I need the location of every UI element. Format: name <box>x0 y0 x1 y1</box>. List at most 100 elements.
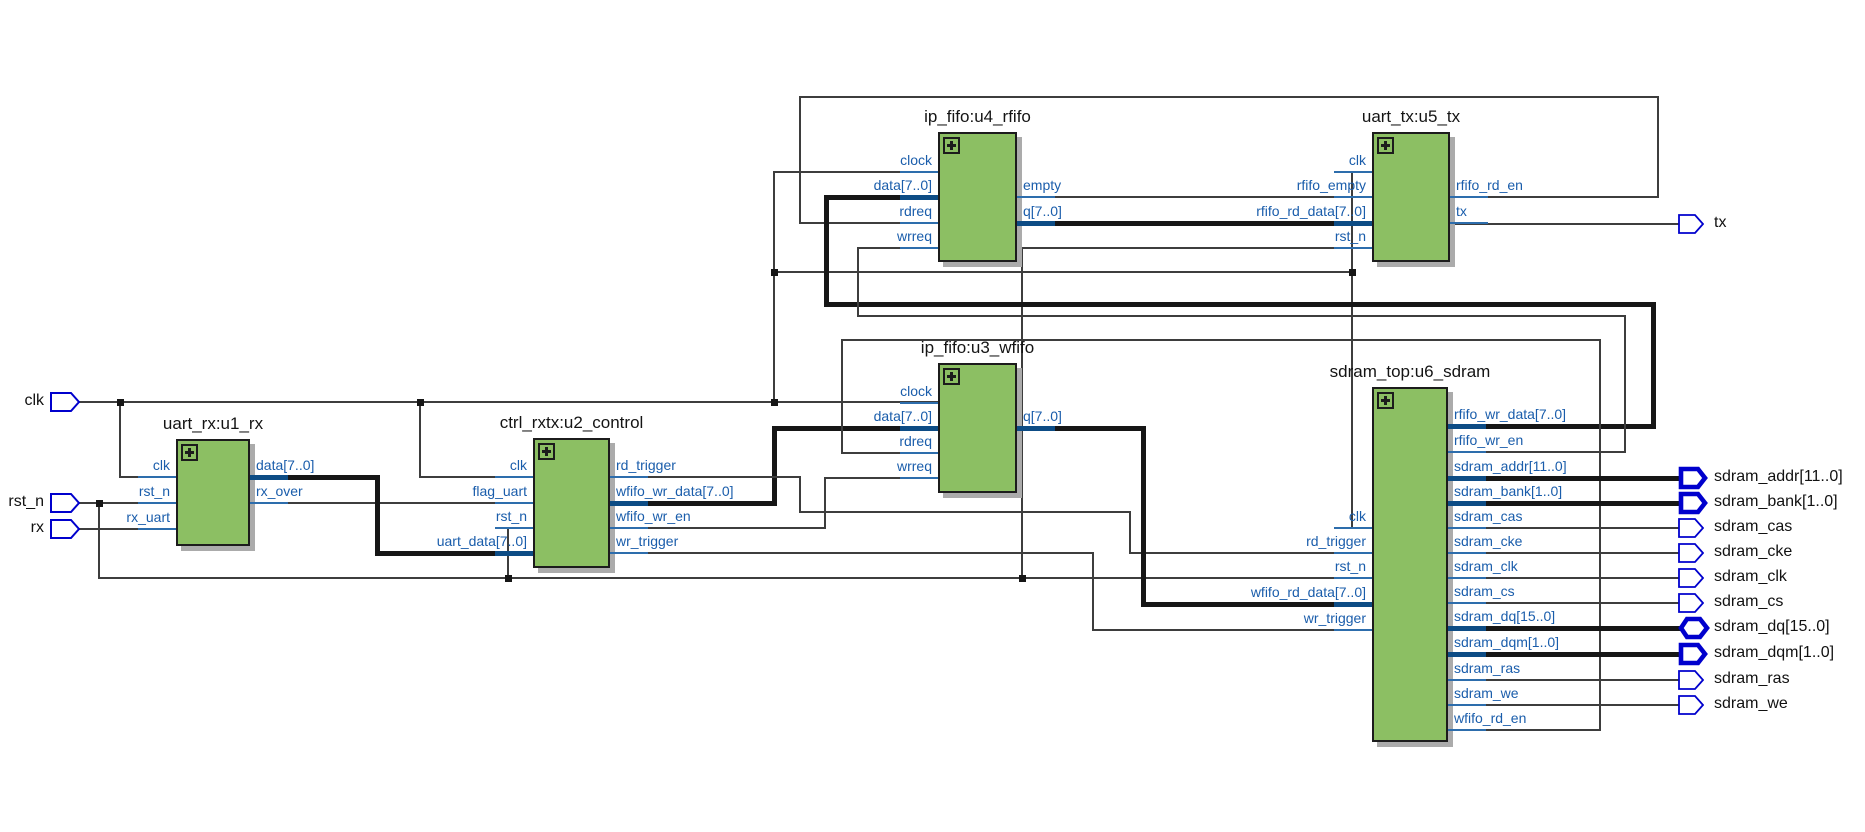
wire-rfifo-wr-en-loop[interactable] <box>857 315 1626 317</box>
wire-rfifo-wr-data-bus[interactable] <box>1650 301 1656 429</box>
wire-rstn-to-u5[interactable] <box>1021 247 1373 249</box>
output-pin-sdram_ras[interactable] <box>1678 670 1704 690</box>
wire-wfifo-wr-data-bus[interactable] <box>607 500 777 506</box>
output-pin-sdram_dq[15..0][interactable] <box>1678 616 1710 640</box>
expand-icon[interactable] <box>943 137 960 154</box>
wire-clk-main[interactable] <box>77 401 939 403</box>
wire-clk-to-u5[interactable] <box>773 271 1353 273</box>
wire-clk-to-u2[interactable] <box>419 401 421 478</box>
block-u5_tx[interactable] <box>1372 132 1450 262</box>
wire-sdram-cas-out[interactable] <box>1447 527 1679 529</box>
wire-rd-trigger[interactable] <box>799 511 1131 513</box>
wire-uart-data-bus[interactable] <box>374 550 536 556</box>
wire-rfifo-empty[interactable] <box>1016 196 1373 198</box>
wire-wr-trigger[interactable] <box>1092 552 1094 631</box>
wire-tx-wire[interactable] <box>1449 223 1679 225</box>
wire-wfifo-wr-en[interactable] <box>609 527 826 529</box>
output-pin-sdram_we[interactable] <box>1678 695 1704 715</box>
wire-rfifo-rd-en-loop[interactable] <box>799 222 939 224</box>
wire-rfifo-rd-en-loop[interactable] <box>799 96 1659 98</box>
port-stub-u6_sdram-sdram_we <box>1448 704 1486 706</box>
wire-sdram-ras-out[interactable] <box>1447 679 1679 681</box>
output-pin-sdram_bank[1..0][interactable] <box>1678 491 1708 515</box>
wire-clk-to-u4[interactable] <box>773 171 775 403</box>
wire-rfifo-rd-en-loop[interactable] <box>1657 96 1659 198</box>
port-label-u2_control-clk: clk <box>509 457 527 473</box>
wire-rstn-to-u5[interactable] <box>1021 247 1023 579</box>
wire-wfifo-q-bus[interactable] <box>1014 425 1146 431</box>
output-pin-sdram_cas[interactable] <box>1678 518 1704 538</box>
wire-rd-trigger[interactable] <box>1129 552 1373 554</box>
wire-wfifo-rd-en-loop[interactable] <box>1447 729 1601 731</box>
wire-clk-to-u2[interactable] <box>419 476 534 478</box>
wire-rfifo-rd-en-loop[interactable] <box>1449 196 1659 198</box>
wire-rfifo-wr-data-bus[interactable] <box>823 194 941 200</box>
wire-wr-trigger[interactable] <box>609 552 1094 554</box>
expand-icon[interactable] <box>181 444 198 461</box>
expand-icon[interactable] <box>943 368 960 385</box>
wire-wfifo-rd-en-loop[interactable] <box>841 452 939 454</box>
wire-rd-trigger[interactable] <box>609 476 801 478</box>
wire-wfifo-wr-data-bus[interactable] <box>771 425 777 506</box>
wire-sdram-dqm-out[interactable] <box>1445 651 1681 657</box>
port-label-u2_control-rd_trigger: rd_trigger <box>616 457 676 473</box>
wire-wfifo-wr-en[interactable] <box>824 477 826 529</box>
wire-sdram-addr-out[interactable] <box>1445 475 1681 481</box>
wire-sdram-dq-out[interactable] <box>1445 625 1681 631</box>
wire-sdram-cke-out[interactable] <box>1447 552 1679 554</box>
port-label-u6_sdram-rfifo_wr_data[7..0]: rfifo_wr_data[7..0] <box>1454 406 1567 422</box>
wire-uart-data-bus[interactable] <box>247 474 380 480</box>
wire-sdram-bank-out[interactable] <box>1445 500 1681 506</box>
port-stub-u2_control-wr_trigger <box>610 552 648 554</box>
output-pin-sdram_clk[interactable] <box>1678 568 1704 588</box>
wire-rfifo-wr-data-bus[interactable] <box>823 194 829 307</box>
output-pin-tx[interactable] <box>1678 214 1704 234</box>
wire-wfifo-rd-en-loop[interactable] <box>841 339 1601 341</box>
wire-rfifo-wr-en-loop[interactable] <box>1624 315 1626 453</box>
wire-wfifo-wr-data-bus[interactable] <box>771 425 941 431</box>
output-pin-sdram_cs[interactable] <box>1678 593 1704 613</box>
wire-rx-wire[interactable] <box>77 528 177 530</box>
wire-rd-trigger[interactable] <box>1129 511 1131 554</box>
wire-sdram-cs-out[interactable] <box>1447 602 1679 604</box>
input-pin-clk[interactable] <box>50 392 80 412</box>
wire-rfifo-wr-data-bus[interactable] <box>823 301 1656 307</box>
input-pin-rst_n[interactable] <box>50 493 80 513</box>
wire-wfifo-rd-en-loop[interactable] <box>841 339 843 454</box>
wire-rfifo-wr-en-loop[interactable] <box>857 247 859 317</box>
wire-sdram-clk-out[interactable] <box>1447 577 1679 579</box>
output-pin-sdram_dqm[1..0][interactable] <box>1678 642 1708 666</box>
port-stub-u3_wfifo-q[7..0] <box>1017 425 1055 431</box>
wire-rd-trigger[interactable] <box>799 476 801 513</box>
wire-wfifo-q-bus[interactable] <box>1140 425 1146 607</box>
wire-rstn-to-u1[interactable] <box>77 502 177 504</box>
wire-clk-to-u1[interactable] <box>119 401 121 478</box>
expand-icon[interactable] <box>1377 137 1394 154</box>
wire-uart-data-bus[interactable] <box>374 474 380 556</box>
wire-sdram-we-out[interactable] <box>1447 704 1679 706</box>
output-pin-sdram_cke[interactable] <box>1678 543 1704 563</box>
wire-wfifo-q-bus[interactable] <box>1140 601 1375 607</box>
port-label-u4_rfifo-wrreq: wrreq <box>896 228 932 244</box>
expand-icon[interactable] <box>538 443 555 460</box>
wire-rfifo-wr-en-loop[interactable] <box>857 247 939 249</box>
expand-icon[interactable] <box>1377 392 1394 409</box>
wire-clk-to-u6[interactable] <box>1351 271 1353 529</box>
wire-rstn-rail[interactable] <box>98 577 1373 579</box>
wire-wr-trigger[interactable] <box>1092 629 1373 631</box>
wire-wfifo-rd-en-loop[interactable] <box>1599 339 1601 731</box>
output-pin-sdram_addr[11..0][interactable] <box>1678 466 1708 490</box>
wire-clk-to-u4[interactable] <box>773 171 939 173</box>
wire-rfifo-wr-en-loop[interactable] <box>1447 451 1626 453</box>
input-pin-rx[interactable] <box>50 519 80 539</box>
wire-rfifo-rd-en-loop[interactable] <box>799 96 801 224</box>
wire-rstn-rail[interactable] <box>98 502 100 579</box>
port-label-u4_rfifo-empty: empty <box>1023 177 1062 193</box>
wire-rfifo-wr-data-bus[interactable] <box>1445 423 1656 429</box>
wire-wfifo-wr-en[interactable] <box>824 477 939 479</box>
block-u6_sdram[interactable] <box>1372 387 1448 742</box>
port-stub-u3_wfifo-clock <box>900 402 938 404</box>
wire-rfifo-q-bus[interactable] <box>1014 220 1375 226</box>
wire-junction <box>1348 268 1356 276</box>
wire-rxover-to-flaguart[interactable] <box>249 502 534 504</box>
